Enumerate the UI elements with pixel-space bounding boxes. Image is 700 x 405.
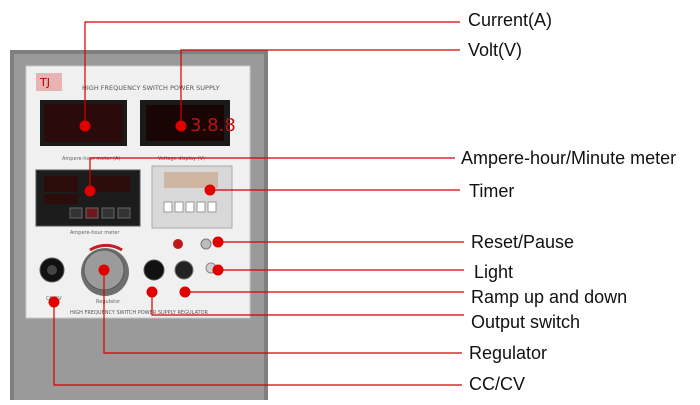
ah-controller-buttons[interactable] bbox=[69, 207, 131, 219]
cccv-switch-center bbox=[47, 265, 57, 275]
dot-reset-pause bbox=[212, 236, 224, 248]
callout-output-switch: Output switch bbox=[471, 312, 581, 332]
panel-header-text: HIGH FREQUENCY SWITCH POWER SUPPLY bbox=[82, 84, 220, 92]
ah-screen-lower bbox=[44, 194, 78, 204]
reset-button[interactable] bbox=[173, 239, 183, 249]
callout-ah-meter: Ampere-hour/Minute meter bbox=[461, 148, 677, 168]
dot-light bbox=[212, 264, 224, 276]
timer-dip-switches[interactable] bbox=[163, 201, 217, 213]
ah-meter-caption: Ampere-hour meter (A) bbox=[62, 156, 120, 162]
svg-text:TJ: TJ bbox=[39, 76, 50, 89]
callout-cccv: CC/CV bbox=[469, 374, 526, 394]
callout-timer: Timer bbox=[469, 181, 515, 201]
brand-logo: TJ bbox=[36, 73, 62, 91]
ramp-knob[interactable] bbox=[174, 260, 194, 280]
leader-volt bbox=[180, 49, 460, 126]
callout-current: Current(A) bbox=[468, 10, 553, 30]
ah-screen-right bbox=[90, 176, 130, 192]
ah-screen-upper bbox=[44, 176, 78, 192]
dot-cccv bbox=[48, 296, 60, 308]
volt-digits: 3.8.8 bbox=[190, 115, 236, 136]
leader-ah-meter bbox=[89, 157, 455, 191]
pause-button[interactable] bbox=[200, 238, 212, 250]
leader-lines bbox=[53, 21, 464, 386]
timer-window bbox=[164, 172, 218, 188]
callout-light: Light bbox=[474, 262, 514, 282]
dot-ah-meter bbox=[84, 185, 96, 197]
dot-ramp bbox=[179, 286, 191, 298]
leader-output-switch bbox=[151, 292, 464, 316]
callout-ramp: Ramp up and down bbox=[471, 287, 628, 307]
callout-regulator: Regulator bbox=[469, 343, 548, 363]
output-switch[interactable] bbox=[143, 259, 165, 281]
regulator-scale-arc bbox=[89, 243, 123, 252]
leader-current bbox=[84, 21, 460, 126]
callout-volt: Volt(V) bbox=[468, 40, 523, 60]
knob-caption: Regulator bbox=[96, 299, 121, 305]
dot-regulator bbox=[98, 264, 110, 276]
callout-dots bbox=[48, 120, 224, 308]
callout-reset-pause: Reset/Pause bbox=[471, 232, 575, 252]
dot-timer bbox=[204, 184, 216, 196]
panel-bottom-text: HIGH FREQUENCY SWITCH POWER SUPPLY REGUL… bbox=[70, 310, 209, 316]
dot-current bbox=[79, 120, 91, 132]
controller-caption: Ampere-hour meter bbox=[70, 230, 120, 236]
timer-caption: Voltage display (V) bbox=[158, 156, 205, 162]
dot-output-switch bbox=[146, 286, 158, 298]
dot-volt bbox=[175, 120, 187, 132]
leader-regulator bbox=[103, 270, 462, 354]
leader-cccv bbox=[53, 302, 462, 386]
